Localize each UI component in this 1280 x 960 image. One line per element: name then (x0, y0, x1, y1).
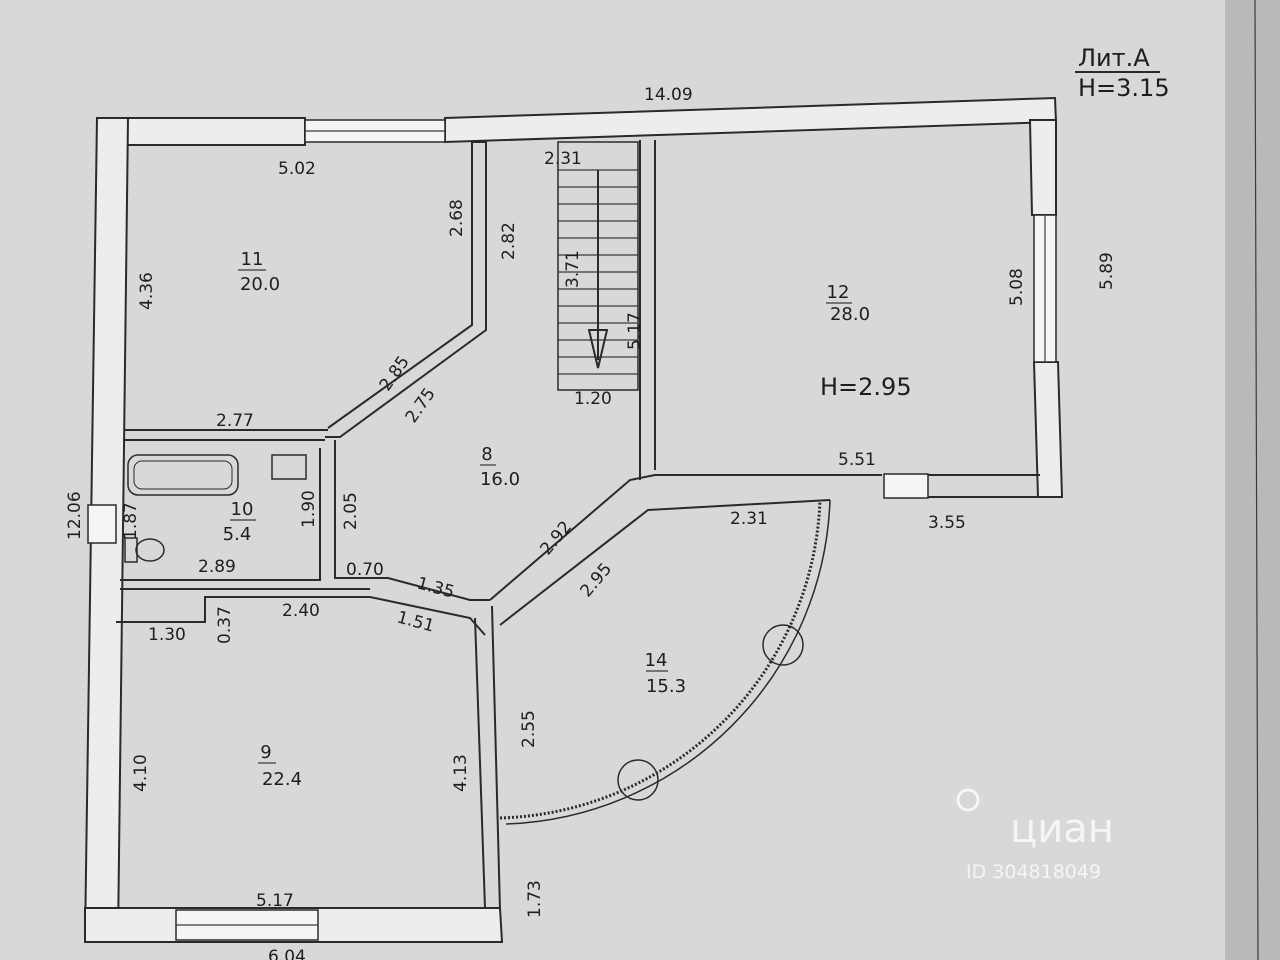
watermark: циан ID 304818049 (956, 788, 1114, 883)
dim-hall-left: 2.05 (341, 492, 361, 530)
column-lower (617, 759, 659, 801)
watermark-brand: циан (1010, 806, 1114, 852)
dim-room9-right: 4.13 (451, 754, 471, 792)
dim-hall-right: 2.82 (499, 222, 519, 260)
stair-outline (557, 141, 639, 391)
watermark-id: ID 304818049 (966, 861, 1101, 883)
room-11-number: 11 (241, 249, 264, 270)
dim-right-total: 5.89 (1097, 252, 1117, 290)
staircase (557, 141, 639, 391)
page-edge (1225, 0, 1280, 960)
wall-right-upper (1028, 119, 1057, 216)
room-9-area: 22.4 (262, 769, 302, 790)
dim-room11-left: 4.36 (137, 272, 157, 310)
wall-room9-right (474, 617, 486, 909)
dim-room14-top: 2.31 (730, 509, 768, 529)
partitions (116, 140, 1062, 911)
room-14-area: 15.3 (646, 676, 686, 697)
dim-room9-top: 2.40 (282, 601, 320, 621)
wall-room10-right (120, 448, 321, 581)
door-balcony (883, 473, 929, 499)
lit-label: Лит.А (1078, 44, 1150, 72)
dim-room12-bottom: 5.51 (838, 450, 876, 470)
toilet-bowl-icon (135, 538, 165, 562)
dim-room10-left: 1.87 (121, 502, 141, 540)
bathtub-icon (127, 454, 239, 496)
wall-hall-left (334, 440, 490, 601)
dimension-labels: 14.09 5.89 12.06 6.04 5.02 2.68 4.36 2.7… (65, 85, 1117, 960)
dim-stair-top: 2.31 (544, 149, 582, 169)
dim-room9-left: 4.10 (131, 754, 151, 792)
room-14-number: 14 (645, 650, 668, 671)
wall-room9-top (116, 596, 486, 636)
wall-room11-diagonal (325, 141, 487, 438)
location-pin-icon (956, 788, 980, 812)
bathroom-fixtures (124, 454, 307, 563)
wall-right-lower (1032, 361, 1064, 498)
room-10-area: 5.4 (223, 524, 252, 545)
toilet-tank-icon (124, 537, 138, 563)
room14-curved-wall (499, 499, 822, 820)
room-11-area: 20.0 (240, 274, 280, 295)
dim-room14-left: 2.55 (519, 710, 539, 748)
dim-stair-bottom: 1.20 (574, 389, 612, 409)
room-12-number: 12 (827, 282, 850, 303)
frame-line (1254, 0, 1259, 960)
dim-room11-right: 2.68 (447, 199, 467, 237)
room-10-number: 10 (231, 499, 254, 520)
sink-icon (271, 454, 307, 480)
dim-room10-bottom: 2.89 (198, 557, 236, 577)
room-12-height: Н=2.95 (820, 373, 912, 401)
windows (87, 119, 1057, 941)
window-left (87, 504, 117, 544)
dim-top-total: 14.09 (644, 85, 693, 105)
bathtub-inner (133, 460, 233, 490)
column-upper (762, 624, 804, 666)
dim-stair-side: 5.17 (625, 312, 645, 350)
wall-room9-right-outer (491, 605, 501, 911)
room14-curved-wall-outer (505, 499, 831, 825)
dim-room12-right: 5.08 (1007, 268, 1027, 306)
room-9-number: 9 (260, 742, 271, 763)
stair-arrow-head (587, 329, 609, 369)
room-labels: 11 20.0 12 28.0 Н=2.95 8 16.0 10 5.4 9 2… (223, 249, 912, 790)
dim-hall-notch: 0.70 (346, 560, 384, 580)
dim-room9-bottom: 5.17 (256, 891, 294, 911)
room-12-area: 28.0 (830, 304, 870, 325)
dim-bottom-total: 6.04 (268, 947, 306, 960)
wall-room14-diagonal (489, 474, 882, 601)
room-8-number: 8 (481, 444, 492, 465)
dim-room9-notch: 0.37 (215, 606, 235, 644)
wall-room14-diagonal-inner (499, 499, 831, 626)
wall-room11-diagonal-inner (327, 142, 473, 429)
dim-left-total: 12.06 (65, 491, 85, 540)
dim-stair-length: 3.71 (563, 250, 583, 288)
dim-room11-top: 5.02 (278, 159, 316, 179)
dim-room11-bottom: 2.77 (216, 411, 254, 431)
room-8-area: 16.0 (480, 469, 520, 490)
dim-room12-outer-right: 3.55 (928, 513, 966, 533)
dim-room14-bottom-side: 1.73 (525, 880, 545, 918)
dim-room9-top-left: 1.30 (148, 625, 186, 645)
building-height: Н=3.15 (1078, 74, 1170, 102)
dim-room10-right: 1.90 (299, 490, 319, 528)
